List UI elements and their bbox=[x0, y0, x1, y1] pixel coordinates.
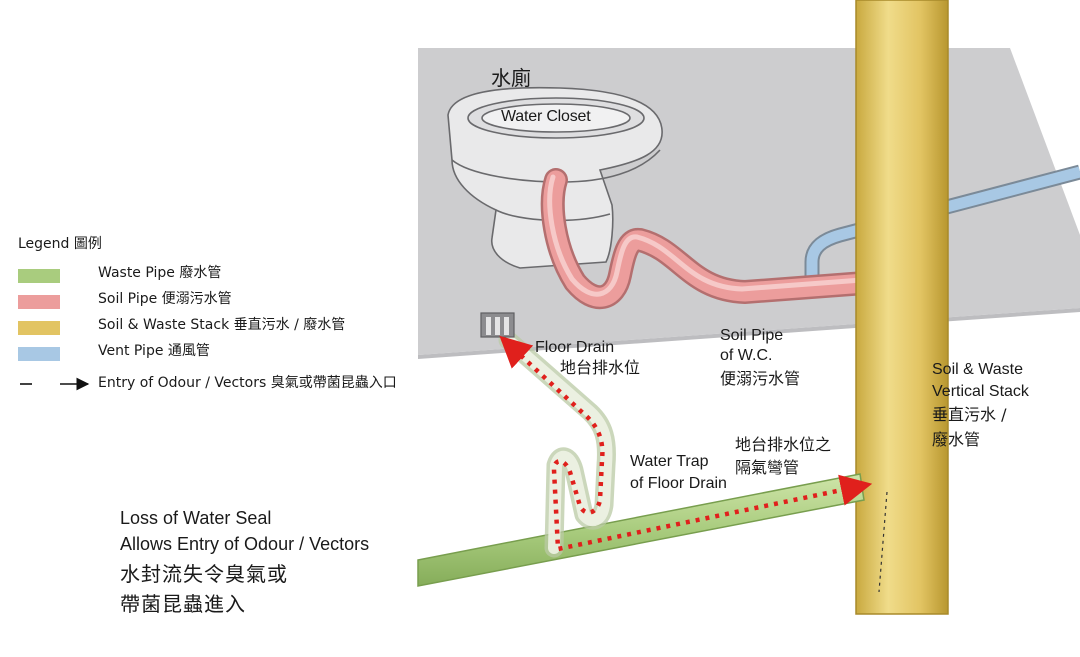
stack-label-1: Soil & Waste bbox=[932, 361, 1023, 378]
water-trap-label-1: Water Trap bbox=[630, 453, 709, 470]
water-closet-label: Water Closet bbox=[501, 108, 591, 125]
soil-pipe-wc-label-1: Soil Pipe bbox=[720, 327, 784, 344]
water-closet-label-cn: 水廁 bbox=[491, 66, 531, 90]
soil-pipe bbox=[540, 168, 890, 310]
soil-waste-stack bbox=[855, 0, 949, 615]
floor-drain-label-cn: 地台排水位 bbox=[560, 358, 641, 377]
odour-entry-path-arrow bbox=[499, 335, 873, 552]
legend-label-odour-entry: Entry of Odour / Vectors 臭氣或帶菌昆蟲入口 bbox=[98, 375, 397, 391]
stack-label-2: Vertical Stack bbox=[932, 383, 1029, 400]
legend-swatch-stack bbox=[18, 321, 60, 335]
water-trap-label-2: of Floor Drain bbox=[630, 475, 727, 492]
soil-pipe-wc-label-cn: 便溺污水管 bbox=[720, 369, 801, 388]
floor-drain-label: Floor Drain bbox=[535, 339, 615, 356]
legend-label-waste: Waste Pipe 廢水管 bbox=[98, 265, 222, 281]
water-closet-icon bbox=[447, 86, 663, 269]
loss-of-seal-label-cn-1: 水封流失令臭氣或 bbox=[120, 562, 288, 586]
water-trap-label-cn-2: 隔氣彎管 bbox=[735, 458, 800, 477]
soil-pipe-wc-label-2: of W.C. bbox=[720, 347, 773, 364]
legend-label-vent: Vent Pipe 通風管 bbox=[98, 343, 210, 359]
loss-of-seal-label-cn-2: 帶菌昆蟲進入 bbox=[120, 592, 246, 616]
legend-label-soil: Soil Pipe 便溺污水管 bbox=[98, 291, 232, 307]
legend-swatch-vent bbox=[18, 347, 60, 361]
loss-of-seal-label-2: Allows Entry of Odour / Vectors bbox=[120, 534, 370, 554]
legend-label-stack: Soil & Waste Stack 垂直污水 / 廢水管 bbox=[98, 317, 346, 333]
legend-title: Legend 圖例 bbox=[18, 236, 102, 252]
legend-swatch-soil bbox=[18, 295, 60, 309]
legend-swatch-waste bbox=[18, 269, 60, 283]
stack-label-cn-1: 垂直污水 / bbox=[932, 405, 1007, 424]
water-trap-label-cn-1: 地台排水位之 bbox=[735, 435, 832, 454]
floor-drain-grate-icon bbox=[480, 312, 515, 338]
stack-label-cn-2: 廢水管 bbox=[932, 430, 981, 449]
loss-of-seal-label-1: Loss of Water Seal bbox=[120, 508, 272, 528]
